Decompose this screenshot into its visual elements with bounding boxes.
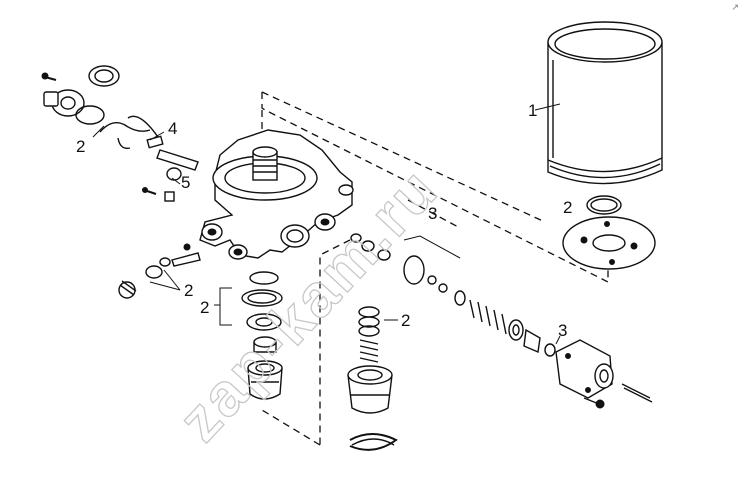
callout-part-2-left-mid: 2: [184, 281, 193, 300]
callout-leaders: [92, 103, 561, 345]
callout-part-2-top-left: 2: [76, 137, 85, 156]
valve-body-housing: [199, 129, 354, 260]
center-valve-stack: [347, 306, 398, 451]
callout-part-2-left-lower: 2: [200, 298, 209, 317]
cartridge-gasket: [586, 195, 622, 215]
heater-rod: [142, 149, 199, 202]
mounting-plate: [562, 216, 656, 270]
callout-part-2-gasket: 2: [563, 198, 572, 217]
piston-assembly: [350, 233, 556, 357]
lower-valve-stack: [241, 271, 283, 400]
end-cover: [555, 339, 653, 409]
callout-part-3-upper: 3: [428, 204, 437, 223]
side-plug-assembly: [118, 243, 201, 299]
filter-cartridge: [547, 21, 663, 185]
callout-part-5: 5: [181, 173, 190, 192]
callout-part-3-lower: 3: [558, 321, 567, 340]
callout-part-1: 1: [528, 101, 537, 120]
callout-part-4: 4: [168, 119, 177, 138]
callout-part-2-center: 2: [401, 311, 410, 330]
heater-wire: [99, 115, 164, 149]
arrow-icon: ↗: [731, 3, 739, 13]
inlet-fitting: [41, 65, 120, 125]
